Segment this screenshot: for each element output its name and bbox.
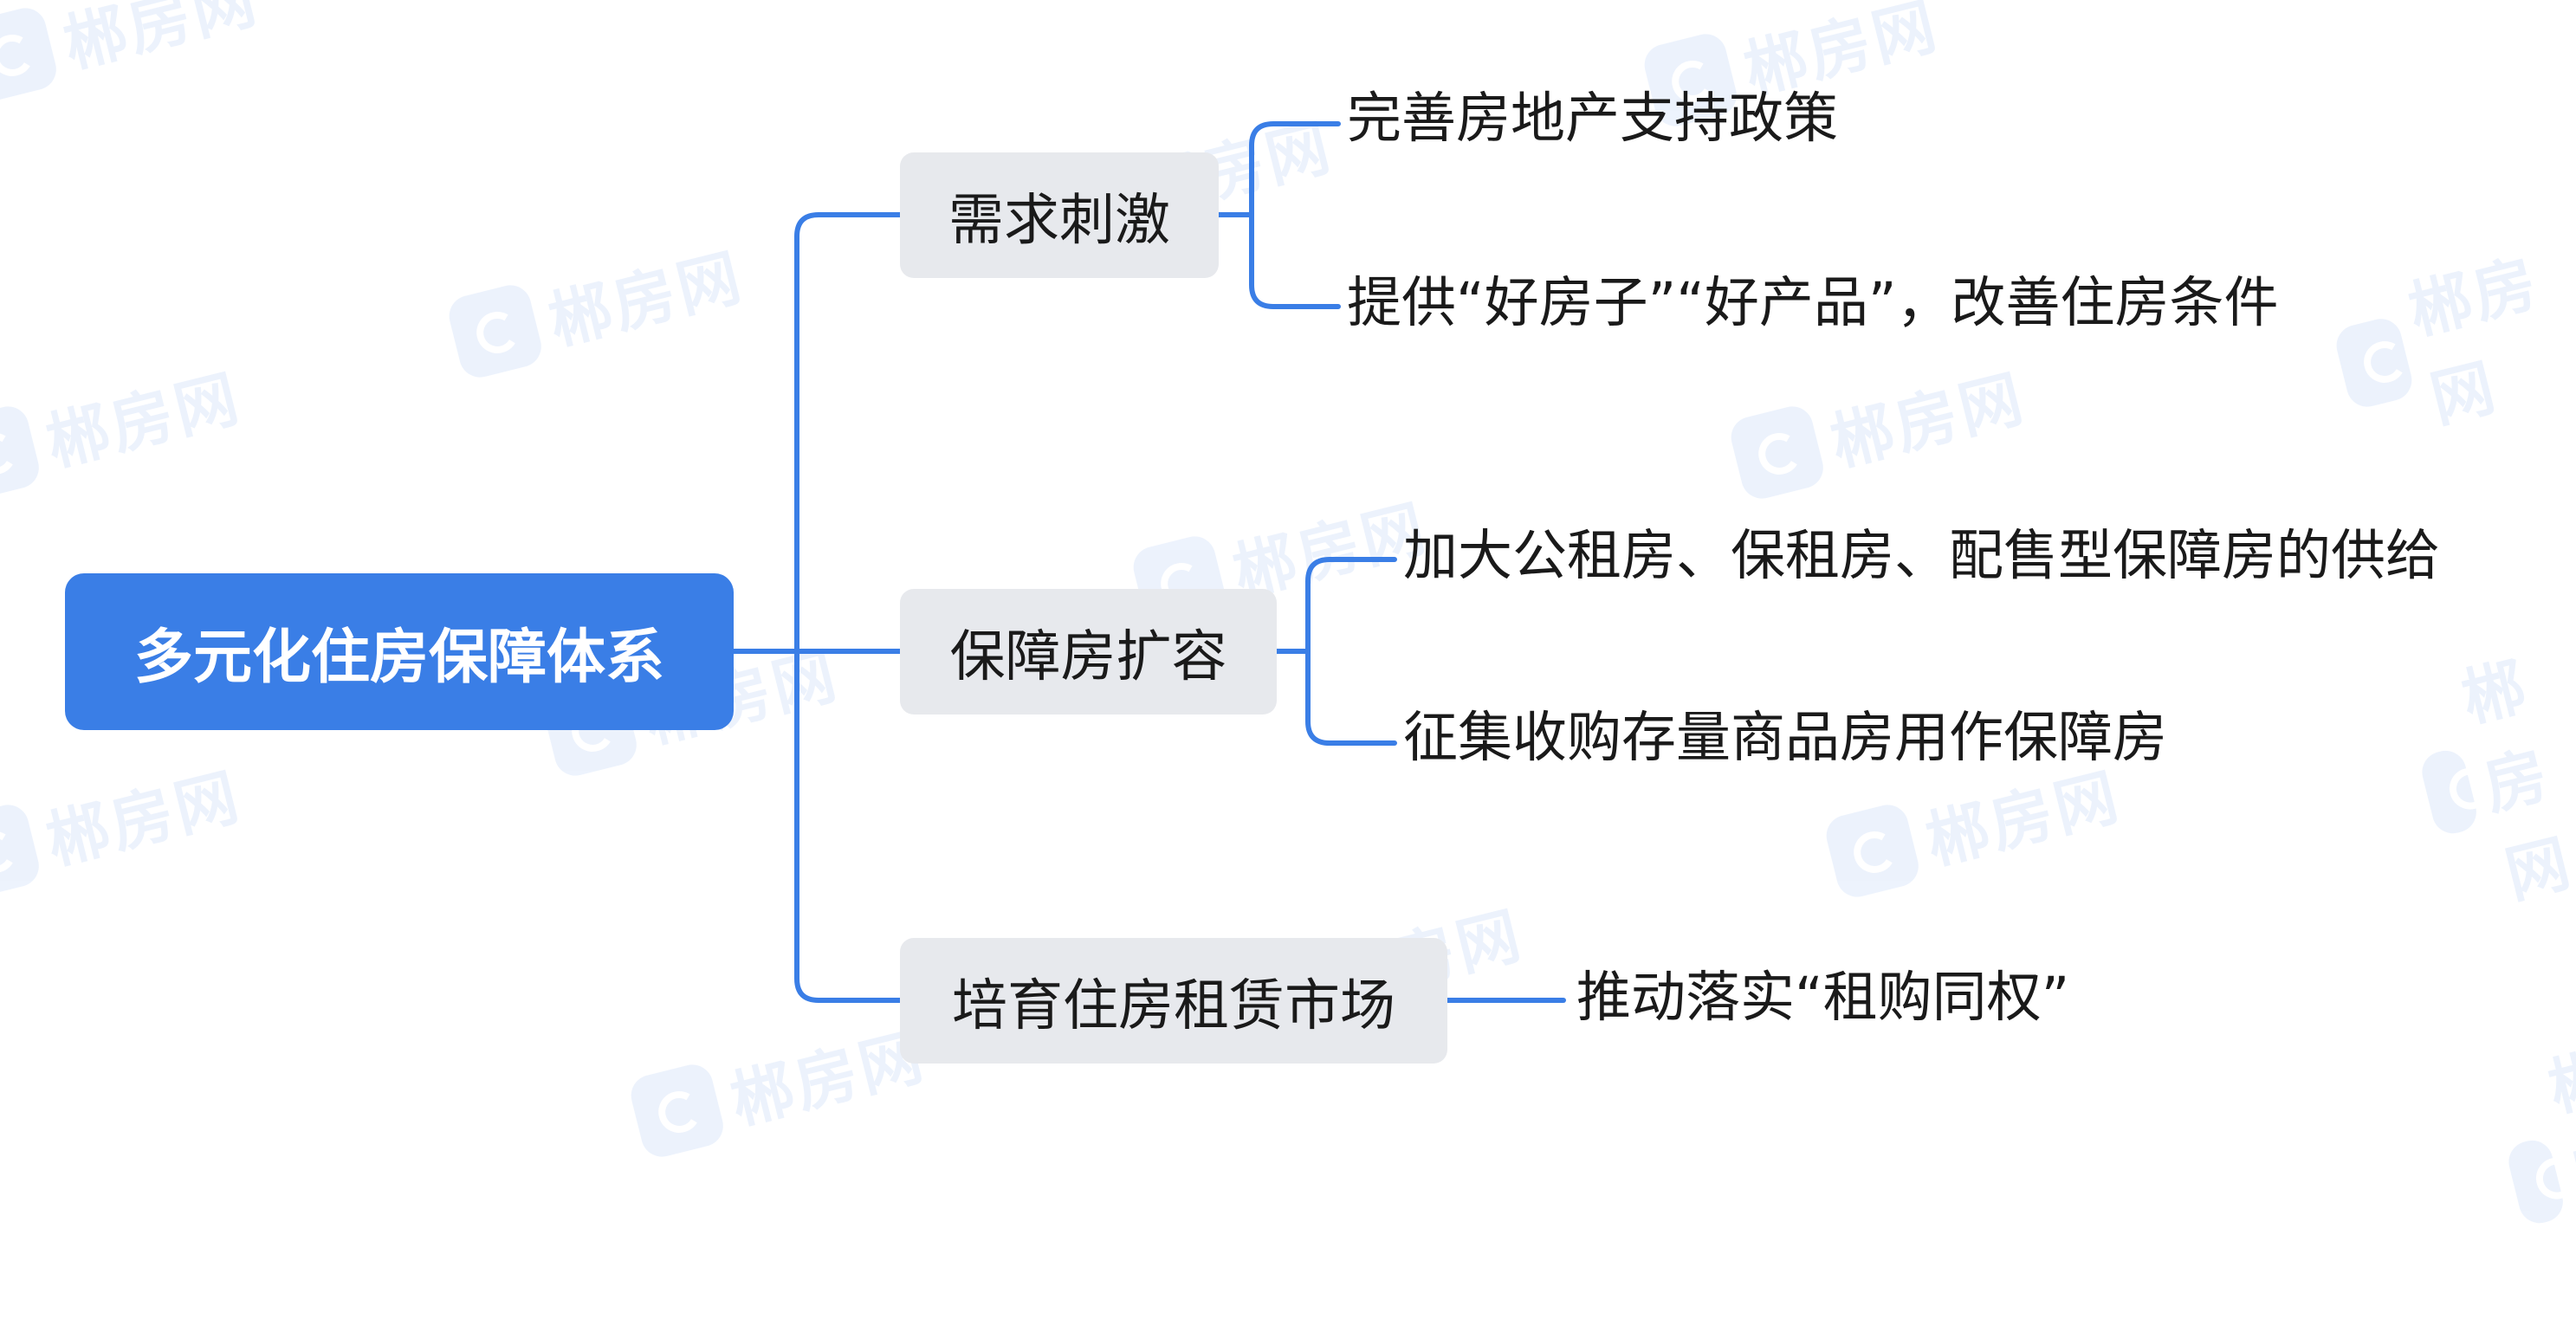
connector-leaf-3	[1305, 557, 1397, 746]
leaf-node[interactable]: 完善房地产支持政策	[1347, 87, 1838, 150]
branch-demand-stimulus[interactable]: 需求刺激	[900, 152, 1219, 278]
root-node[interactable]: 多元化住房保障体系	[65, 573, 734, 730]
branch-affordable-housing-expansion[interactable]: 保障房扩容	[900, 589, 1277, 714]
root-label: 多元化住房保障体系	[133, 624, 664, 692]
leaf-node[interactable]: 推动落实“租购同权”	[1576, 966, 2070, 1029]
watermark-logo-icon	[2504, 1135, 2567, 1227]
connector-to-branch-3	[794, 649, 903, 1003]
branch-rental-market[interactable]: 培育住房租赁市场	[900, 938, 1447, 1064]
branch-label: 需求刺激	[948, 188, 1170, 253]
branch-label: 培育住房租赁市场	[952, 973, 1395, 1038]
connector-leaf-1	[1249, 121, 1341, 309]
connector-to-branch-1	[794, 212, 903, 654]
leaf-node[interactable]: 加大公租房、保租房、配售型保障房的供给	[1403, 524, 2440, 587]
leaf-node[interactable]: 征集收购存量商品房用作保障房	[1403, 706, 2167, 769]
leaf-node[interactable]: 提供“好房子”“好产品”，改善住房条件	[1347, 271, 2279, 334]
branch-label: 保障房扩容	[949, 624, 1227, 689]
mind-map: 郴房网 郴房网 郴房网 郴房网 郴房网 郴房网 郴房网 郴房网 郴房网 郴房网 …	[0, 0, 2576, 1130]
connector-lines	[731, 121, 1566, 1003]
